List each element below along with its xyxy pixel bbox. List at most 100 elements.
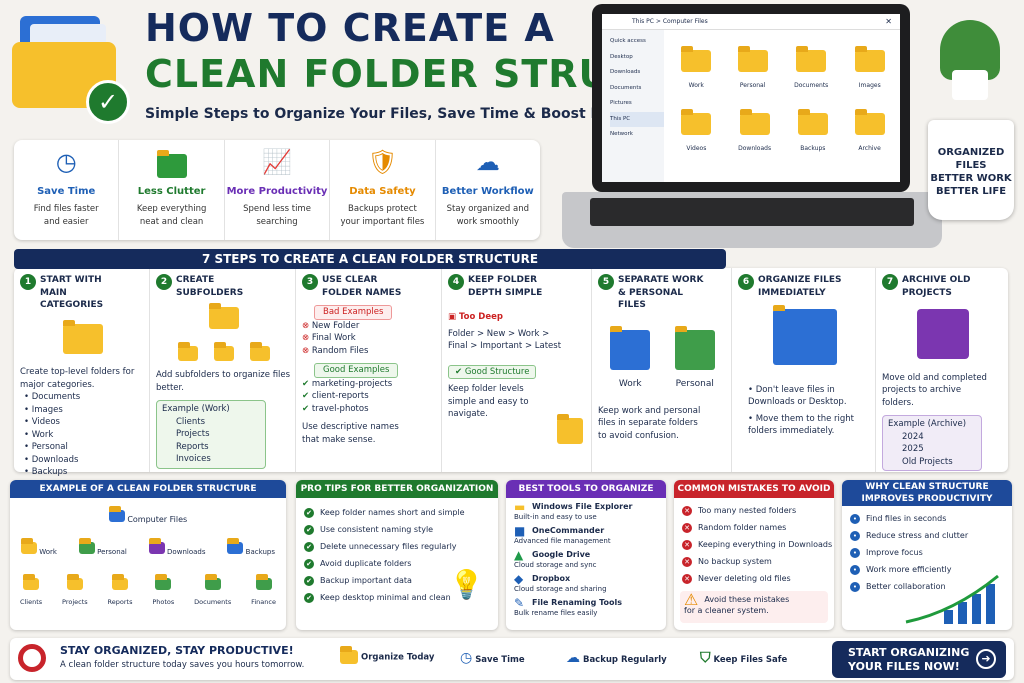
benefit-desc: Find files faster xyxy=(33,204,99,214)
benefit-desc: Keep everything xyxy=(136,204,207,214)
sidebar-item[interactable]: Pictures xyxy=(610,100,632,106)
explorer-folder-grid: Work Personal Documents Images Videos Do… xyxy=(668,46,898,152)
folder-item[interactable]: Work xyxy=(681,46,712,89)
why-item: •Reduce stress and clutter xyxy=(842,527,1012,544)
tree-node: Backups xyxy=(227,538,275,556)
folder-icon xyxy=(557,414,583,449)
benefit-desc: Stay organized and xyxy=(446,204,529,214)
pro-tips-panel: PRO TIPS FOR BETTER ORGANIZATION ✔Keep f… xyxy=(296,480,498,630)
tree-root: Computer Files xyxy=(10,506,286,524)
laptop-keyboard xyxy=(562,192,942,248)
step-desc: Use descriptive names that make sense. xyxy=(302,422,399,445)
file-explorer-window: This PC > Computer Files✕ Quick access D… xyxy=(602,14,900,182)
dropbox-icon: ◆ xyxy=(514,572,524,586)
sidebar-item[interactable]: Downloads xyxy=(610,69,641,75)
folder-item[interactable]: Documents xyxy=(794,46,828,89)
shield-icon: ⛉ xyxy=(700,650,711,666)
sidebar-item[interactable]: Quick access xyxy=(610,38,646,44)
best-tools-panel: BEST TOOLS TO ORGANIZE FILES ▬Windows Fi… xyxy=(506,480,666,630)
example-box: Example (Archive) 2024 2025 Old Projects xyxy=(882,415,982,471)
list-item: ⊗ Final Work xyxy=(302,333,356,343)
step-title: ORGANIZE FILES IMMEDIATELY xyxy=(758,275,842,298)
list-item: • Videos xyxy=(24,417,60,427)
benefit-title: More Productivity xyxy=(226,186,328,197)
step-number: 3 xyxy=(302,274,318,290)
mug-text: FILES xyxy=(955,160,987,171)
folder-icon xyxy=(119,148,223,180)
why-item: •Improve focus xyxy=(842,544,1012,561)
mistake-item: ✕Never deleting old files xyxy=(674,570,834,587)
sidebar-item[interactable]: Desktop xyxy=(610,53,633,60)
folder-item[interactable]: Images xyxy=(854,46,885,89)
benefit-desc: searching xyxy=(256,217,298,227)
cta-label: YOUR FILES NOW! xyxy=(848,660,960,673)
why-item: •Work more efficiently xyxy=(842,561,1012,578)
footer-title: STAY ORGANIZED, STAY PRODUCTIVE! xyxy=(60,644,294,657)
tip-item: ✔Avoid duplicate folders xyxy=(296,555,498,572)
mistake-item: ✕Random folder names xyxy=(674,519,834,536)
folder-item[interactable]: Backups xyxy=(797,109,828,152)
clock-icon: ◷ xyxy=(55,148,77,176)
tree-leaf: Projects xyxy=(62,574,88,606)
list-item: Projects xyxy=(176,429,210,439)
sidebar-item[interactable]: Network xyxy=(610,131,633,137)
app-icon: ■ xyxy=(514,524,526,538)
deep-path-example: Folder > New > Work > Final > Important … xyxy=(448,328,562,352)
list-item: Invoices xyxy=(176,454,211,464)
footer-item-organize: Organize Today xyxy=(340,646,434,664)
close-icon[interactable]: ✕ xyxy=(885,17,892,26)
cta-label: START ORGANIZING xyxy=(848,646,970,659)
explorer-address-bar[interactable]: This PC > Computer Files✕ xyxy=(602,14,900,30)
folder-item[interactable]: Videos xyxy=(681,109,712,152)
common-mistakes-panel: COMMON MISTAKES TO AVOID ✕Too many neste… xyxy=(674,480,834,630)
bad-examples-label: Bad Examples xyxy=(314,305,393,320)
list-item: • Backups xyxy=(24,467,68,477)
step-desc: Keep work and personal files in separate… xyxy=(598,405,701,441)
good-examples-label: Good Examples xyxy=(314,363,399,378)
cloud-upload-icon: ☁ xyxy=(566,650,580,666)
list-item: 2025 xyxy=(902,444,924,454)
list-item: • Documents xyxy=(24,392,81,402)
benefit-title: Save Time xyxy=(37,186,96,197)
breadcrumb-computer-files[interactable]: Computer Files xyxy=(662,18,708,25)
benefit-desc: your important files xyxy=(340,217,425,227)
drive-icon: ▲ xyxy=(514,548,524,562)
step-title: USE CLEAR FOLDER NAMES xyxy=(322,275,402,298)
benefit-desc: and easier xyxy=(43,217,89,227)
step-title: ARCHIVE OLD PROJECTS xyxy=(902,275,971,298)
steps-title: 7 STEPS TO CREATE A CLEAN FOLDER STRUCTU… xyxy=(14,249,726,269)
folder-item[interactable]: Archive xyxy=(854,109,885,152)
list-item: • Downloads xyxy=(24,454,79,465)
step-number: 4 xyxy=(448,274,464,290)
folder-label: Backups xyxy=(800,145,826,152)
folder-label: Archive xyxy=(858,145,881,152)
checkmark-icon: ✓ xyxy=(86,80,130,124)
step-desc: Move old and completed projects to archi… xyxy=(882,372,987,408)
breadcrumb-this-pc[interactable]: This PC xyxy=(632,18,654,25)
coffee-mug: ORGANIZED FILES BETTER WORK BETTER LIFE xyxy=(928,120,1014,220)
folder-item[interactable]: Personal xyxy=(737,46,768,89)
sidebar-item[interactable]: Documents xyxy=(610,84,642,91)
start-organizing-button[interactable]: START ORGANIZING YOUR FILES NOW! ➜ xyxy=(832,641,1006,678)
example-structure-panel: EXAMPLE OF A CLEAN FOLDER STRUCTURE Comp… xyxy=(10,480,286,630)
sidebar-item[interactable]: This PC xyxy=(610,111,664,127)
chart-icon: 📈 xyxy=(262,148,292,176)
panel-title: PRO TIPS FOR BETTER ORGANIZATION xyxy=(296,480,498,498)
list-item: ⊗ Random Files xyxy=(302,345,369,356)
folder-tree-icon xyxy=(156,303,291,365)
benefit-title: Better Workflow xyxy=(441,186,534,197)
step-number: 2 xyxy=(156,274,172,290)
step-title: START WITH MAIN CATEGORIES xyxy=(40,275,104,310)
footer-item-save-time: ◷ Save Time xyxy=(460,650,525,666)
folder-item[interactable]: Downloads xyxy=(738,109,771,152)
